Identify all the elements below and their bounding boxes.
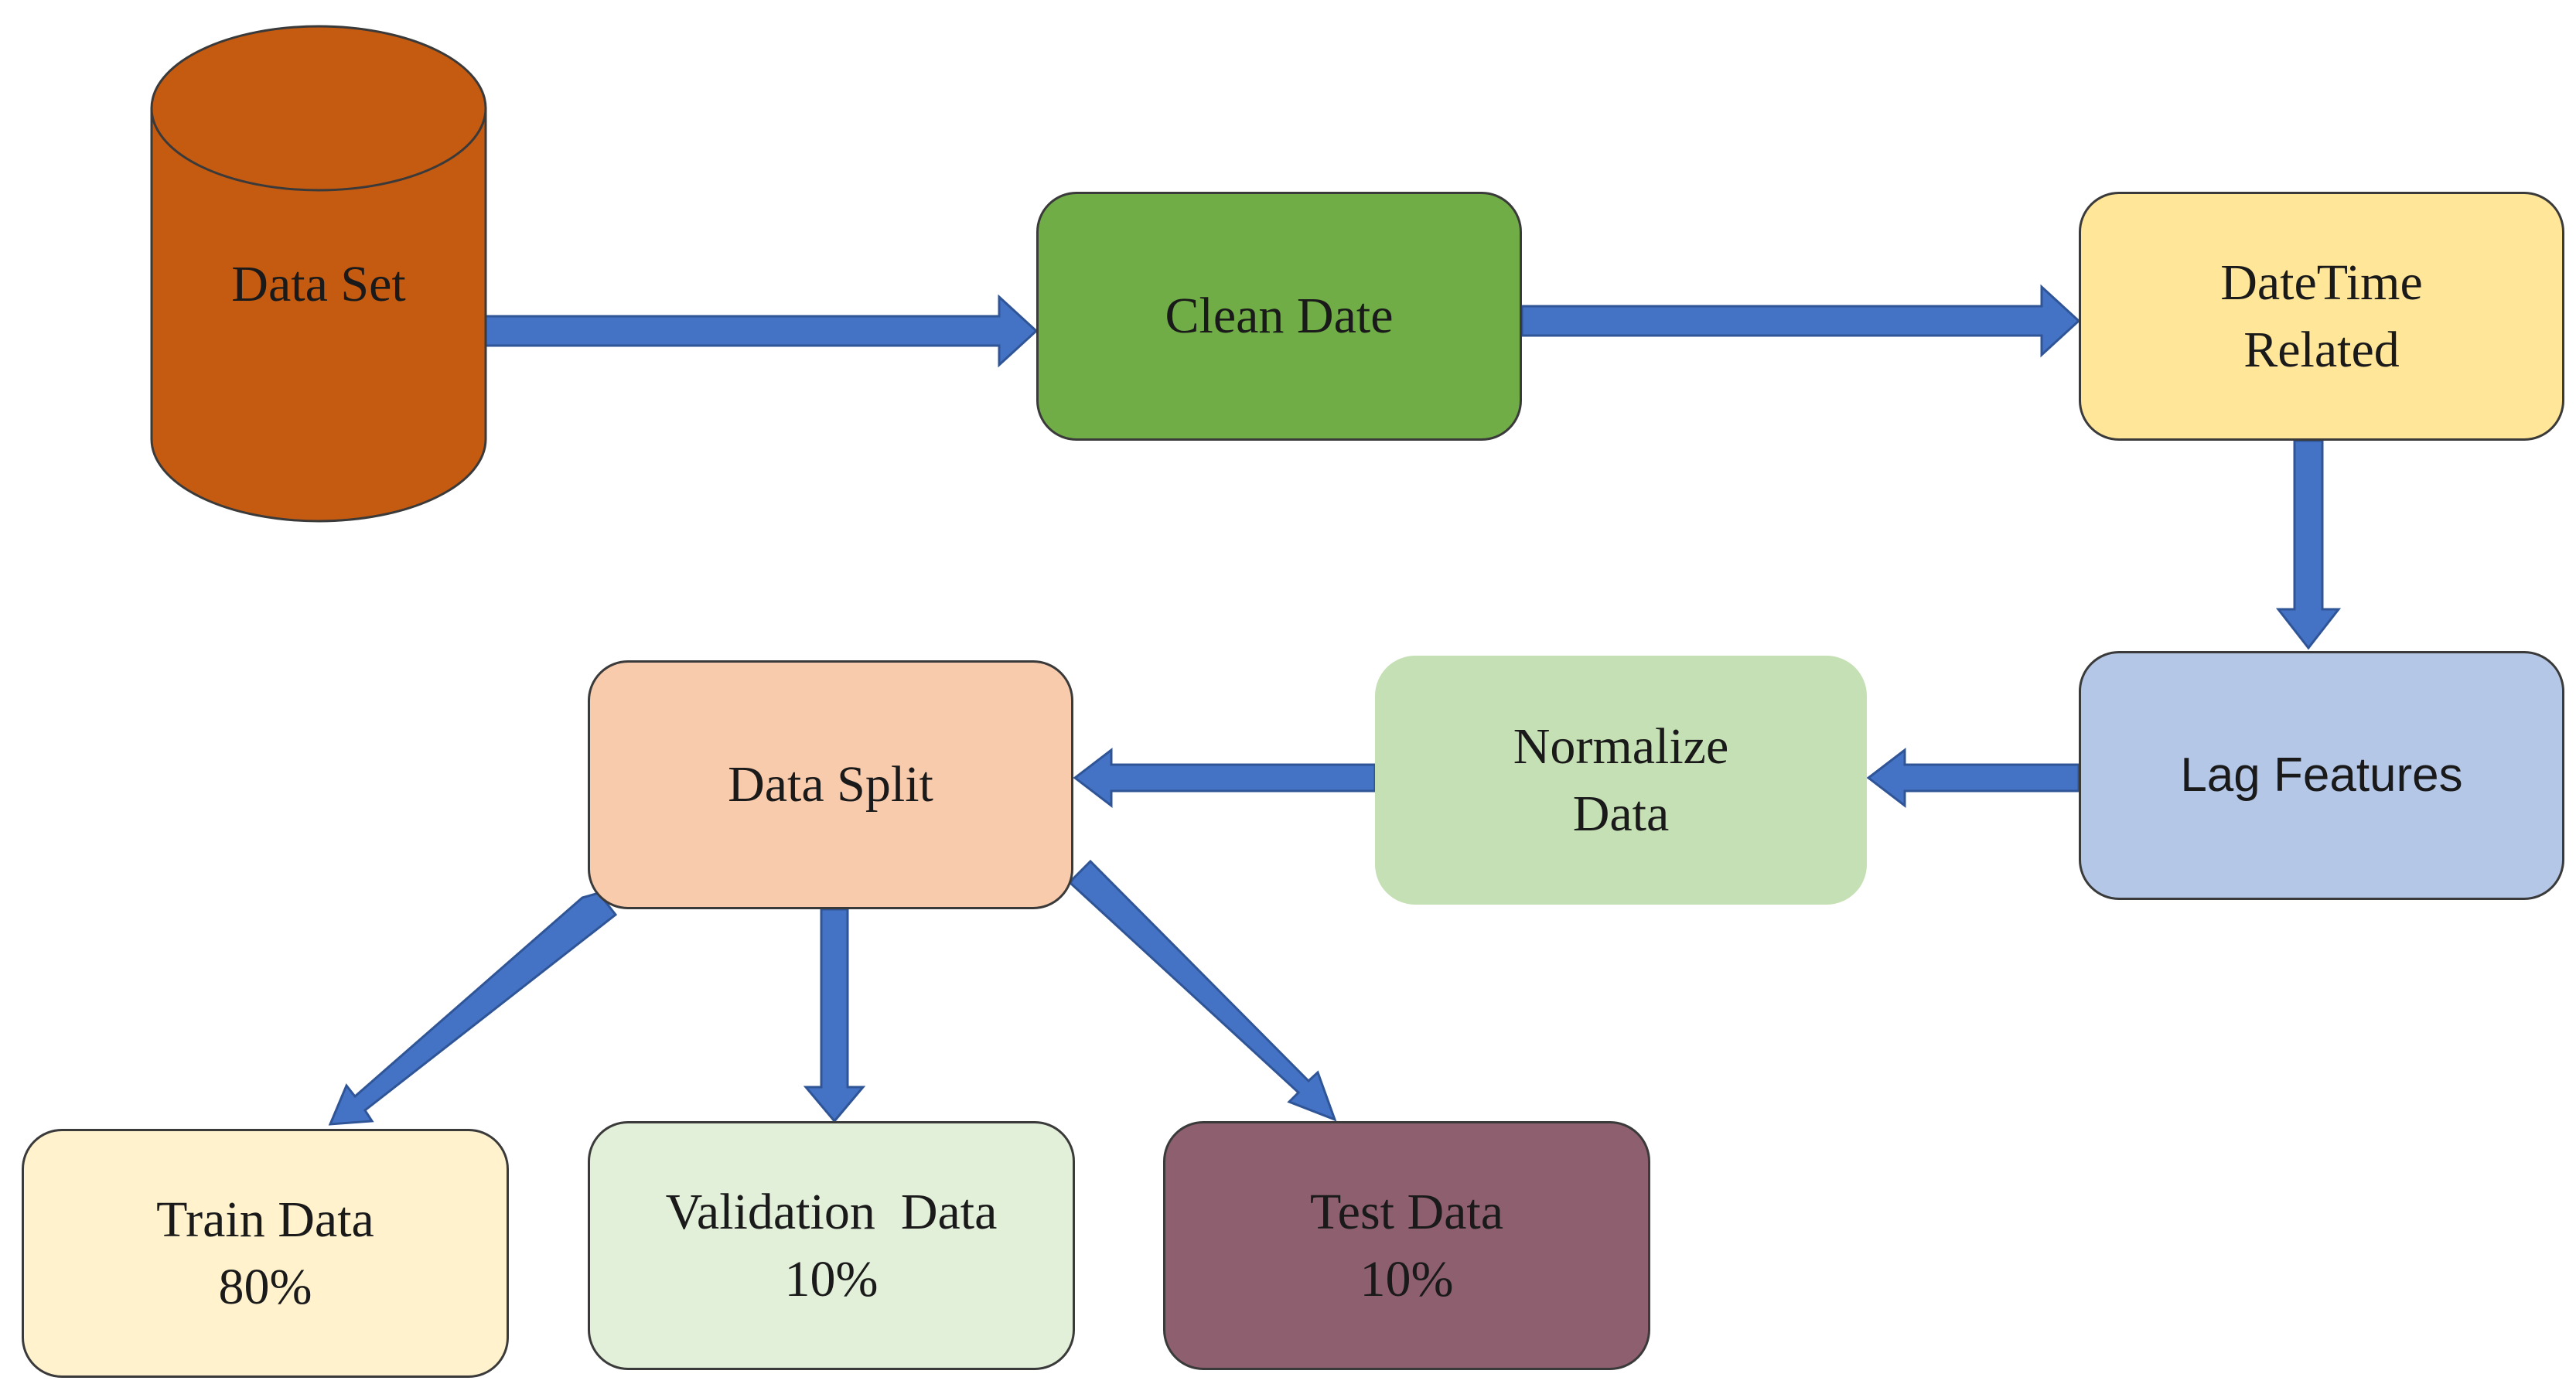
arrow-split-to-train: [328, 891, 618, 1126]
clean-date-node: Clean Date: [1036, 192, 1522, 441]
arrow-datetime-to-lag: [2275, 439, 2342, 650]
clean-date-label: Clean Date: [1165, 288, 1394, 345]
normalize-data-line1: Normalize: [1513, 718, 1729, 775]
arrow-normalize-to-split: [1073, 747, 1377, 809]
arrow-split-to-validation: [803, 908, 866, 1123]
datetime-related-node: DateTime Related: [2079, 192, 2564, 441]
test-data-line2: 10%: [1360, 1251, 1454, 1307]
normalize-data-line2: Data: [1572, 786, 1670, 842]
validation-data-line1: Validation Data: [665, 1183, 998, 1240]
validation-data-line2: 10%: [784, 1251, 879, 1307]
datetime-related-line1: DateTime: [2220, 254, 2423, 311]
cylinder-body: [150, 107, 487, 523]
train-data-line2: 80%: [218, 1259, 312, 1315]
arrow-lag-to-normalize: [1866, 747, 2080, 809]
datetime-related-line2: Related: [2243, 322, 2400, 378]
normalize-data-node: Normalize Data: [1375, 656, 1867, 905]
validation-data-node: Validation Data 10%: [588, 1121, 1075, 1370]
train-data-line1: Train Data: [156, 1191, 374, 1248]
test-data-node: Test Data 10%: [1163, 1121, 1650, 1370]
data-split-node: Data Split: [588, 660, 1073, 909]
data-split-label: Data Split: [728, 756, 933, 813]
dataset-label: Data Set: [231, 256, 406, 312]
arrow-clean-to-datetime: [1520, 284, 2081, 358]
lag-features-label: Lag Features: [2180, 748, 2463, 803]
arrow-split-to-test: [1069, 859, 1337, 1122]
arrow-dataset-to-clean: [484, 294, 1039, 368]
dataset-cylinder: [150, 25, 487, 523]
train-data-node: Train Data 80%: [22, 1129, 509, 1378]
lag-features-node: Lag Features: [2079, 651, 2564, 900]
cylinder-top: [150, 25, 487, 192]
test-data-line1: Test Data: [1309, 1183, 1504, 1240]
